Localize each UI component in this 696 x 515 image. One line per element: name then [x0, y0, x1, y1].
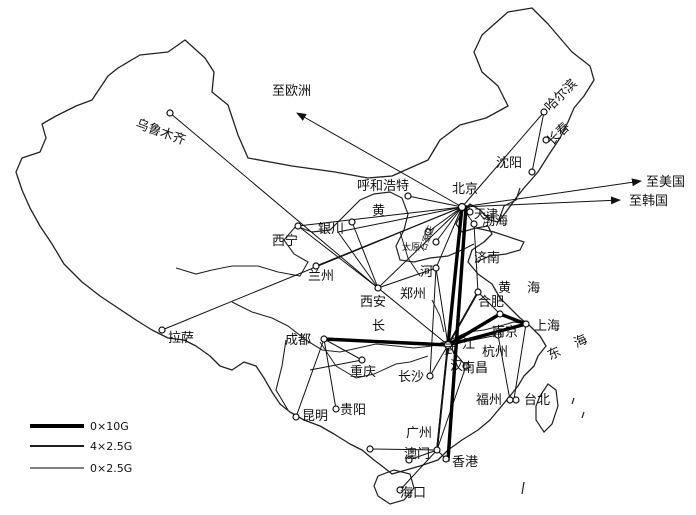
label-hongkong: 香港 [452, 455, 478, 470]
label-hangzhou: 杭州 [482, 345, 508, 360]
legend-heavy-label: 0×10G [90, 420, 129, 433]
light-links [161, 111, 642, 491]
label-river-jiang: 江 [462, 337, 475, 352]
label-changchun: 长春 [544, 120, 573, 149]
legend-light-label: 0×2.5G [90, 462, 132, 475]
legend: 0×10G 4×2.5G 0×2.5G [30, 420, 132, 475]
city-markers [158, 108, 550, 494]
label-kunming: 昆明 [302, 409, 328, 424]
hainan-island [373, 469, 415, 505]
label-river-huang: 黄 [372, 204, 385, 219]
label-jinan: 济南 [474, 250, 500, 266]
label-haikou: 海口 [400, 486, 426, 501]
label-macau: 澳门 [404, 446, 430, 462]
china-outline [15, 7, 595, 475]
label-tianjin: 天津 [474, 207, 498, 221]
label-taipei: 台北 [524, 393, 550, 408]
yellow-river-upper [175, 225, 309, 277]
legend-medium-label: 4×2.5G [90, 440, 132, 453]
label-nanchang: 南昌 [462, 360, 488, 376]
label-chengdu: 成都 [285, 333, 311, 348]
label-xining: 西宁 [272, 233, 298, 249]
liaodong-peninsula [497, 187, 521, 223]
label-bohai: 渤海 [482, 213, 508, 229]
label-to-usa: 至美国 [646, 175, 685, 190]
label-xian: 西安 [360, 295, 386, 310]
label-to-europe: 至欧洲 [272, 84, 311, 99]
label-guangzhou: 广州 [406, 426, 432, 441]
label-east-sea: 东 海 [545, 330, 595, 364]
label-nanjing: 南京 [492, 324, 518, 340]
label-zhengzhou: 郑州 [400, 287, 426, 302]
yangtze-upper [275, 339, 289, 411]
yangtze-river [231, 301, 527, 353]
taiwan-island [535, 383, 559, 433]
label-shanghai: 上海 [534, 319, 560, 334]
label-shijiazhuang: 石家庄 [417, 224, 438, 253]
label-beijing: 北京 [452, 182, 478, 197]
label-wuhan-2: 汉 [450, 359, 463, 374]
label-guiyang: 贵阳 [340, 403, 366, 418]
river-branch [319, 231, 445, 379]
south-islands [521, 397, 585, 495]
label-river-he: 河 [420, 265, 433, 280]
heavy-links [322, 205, 528, 462]
label-changsha: 长沙 [398, 370, 424, 385]
label-hohhot: 呼和浩特 [357, 179, 409, 194]
label-fuzhou: 福州 [476, 393, 502, 408]
label-hefei: 合肥 [478, 295, 504, 310]
label-lhasa: 拉萨 [168, 331, 194, 346]
label-shenyang: 沈阳 [496, 156, 522, 171]
label-lanzhou: 兰州 [308, 269, 334, 284]
label-chongqing: 重庆 [350, 364, 376, 380]
label-river-chang: 长 [372, 319, 385, 334]
label-to-korea: 至韩国 [629, 194, 668, 209]
shandong-peninsula [475, 227, 525, 263]
label-taiyuan: 太原 [402, 241, 420, 253]
label-yinchuan: 银川 [318, 222, 344, 237]
yellow-river [295, 191, 475, 263]
label-yellow-sea: 黄 海 [498, 281, 546, 296]
label-harbin: 哈尔滨 [542, 76, 581, 115]
label-wuhan-1: 武 [444, 343, 457, 358]
